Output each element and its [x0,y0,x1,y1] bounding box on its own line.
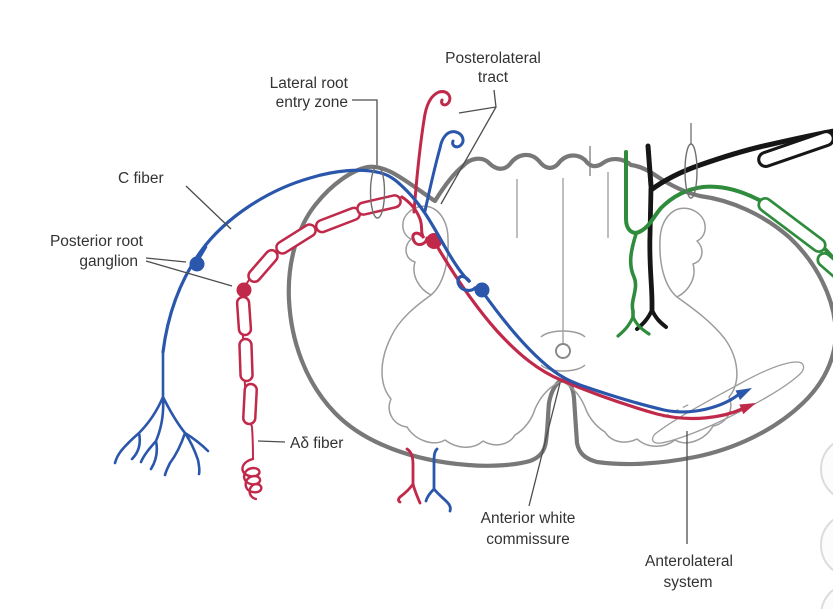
c-fiber-arrowhead [735,388,752,400]
a-delta-crossing-axon [432,239,744,421]
figure-labels: Posterolateral tract Lateral root entry … [50,50,733,591]
a-delta-entry-hook [400,195,429,247]
label-a-delta-fiber: Aδ fiber [290,435,343,452]
gray-commissure-lower [540,364,586,372]
label-posterior-root-ganglion: Posterior root [50,233,144,250]
leader-posterior-root-ganglion [145,257,233,287]
a-delta-myelin-segment [314,206,362,234]
a-delta-myelin-segment [235,295,253,337]
black-terminal-fork [635,308,668,331]
posterior-column-septa [516,146,609,344]
label-lateral-root-entry-zone: entry zone [276,94,348,111]
a-delta-myelin-segment [275,223,317,255]
c-fiber-crossing-axon [480,289,740,414]
a-delta-arrowhead [739,403,756,415]
page-edge-circle[interactable] [820,583,833,609]
black-myelin-segment [757,130,833,168]
green-terminal-fork [616,315,651,338]
entry-zone-oval-left [369,165,386,219]
c-fiber-ascending-branch [423,130,465,213]
a-delta-ascending-branch [412,90,452,214]
label-anterior-white-commissure: Anterior white [481,510,576,527]
black-fiber-descending-branch [647,185,655,313]
spinal-cord-outline [286,152,833,468]
c-fiber-synapse-dot [474,282,490,298]
c-fiber-free-nerve-endings [113,349,210,477]
c-fiber-main [161,168,477,354]
label-posterolateral-tract: Posterolateral [445,50,541,67]
a-delta-myelin-segment [242,382,258,426]
black-fiber-ascending-stub [645,143,654,189]
page-edge-circle[interactable] [820,513,833,577]
a-delta-myelin-segment [356,194,402,216]
leader-c-fiber [185,185,232,230]
a-delta-coil-ending [241,457,263,501]
label-anterolateral-system: Anterolateral [645,553,733,570]
als-region-oval [651,361,805,444]
anterolateral-system-outline [651,361,805,444]
a-delta-descending-stub [397,447,422,505]
gray-commissure-upper [540,330,586,338]
a-delta-ganglion-dot [236,282,252,298]
green-fiber [616,150,833,338]
leader-posterolateral-tract [440,89,497,205]
leader-anterior-white-commissure [528,382,561,507]
leader-lateral-root-entry-zone [352,99,378,165]
gray-matter [381,205,738,448]
gray-matter-left [381,211,560,448]
c-fiber-descending-stub [424,447,452,513]
black-fiber-main [648,128,833,193]
green-myelin-segment [757,196,827,254]
gray-matter-right-dorsal-horn [659,207,700,298]
a-delta-fiber [235,90,756,505]
page-edge-buttons[interactable] [820,437,833,609]
c-fiber [113,130,752,513]
label-c-fiber: C fiber [118,170,164,187]
label-anterolateral-system: system [663,574,712,591]
gray-matter-left-dorsal-horn [408,205,449,296]
label-lateral-root-entry-zone: Lateral root [270,75,349,92]
label-posterior-root-ganglion: ganglion [79,253,138,270]
central-canal [555,343,571,359]
c-fiber-ganglion-dot [189,256,205,272]
label-posterolateral-tract: tract [478,69,509,86]
leader-a-delta-fiber [257,440,286,443]
label-anterior-white-commissure: commissure [486,531,570,548]
a-delta-myelin-segment [247,248,279,284]
page-edge-circle[interactable] [820,437,833,501]
als-region-dashes [662,402,693,418]
leader-lines [145,89,688,544]
green-fiber-descending-branch [628,232,638,319]
green-myelin-segment [816,251,833,289]
c-fiber-ganglion-stem [198,245,208,259]
a-delta-myelin-segment [238,337,254,383]
